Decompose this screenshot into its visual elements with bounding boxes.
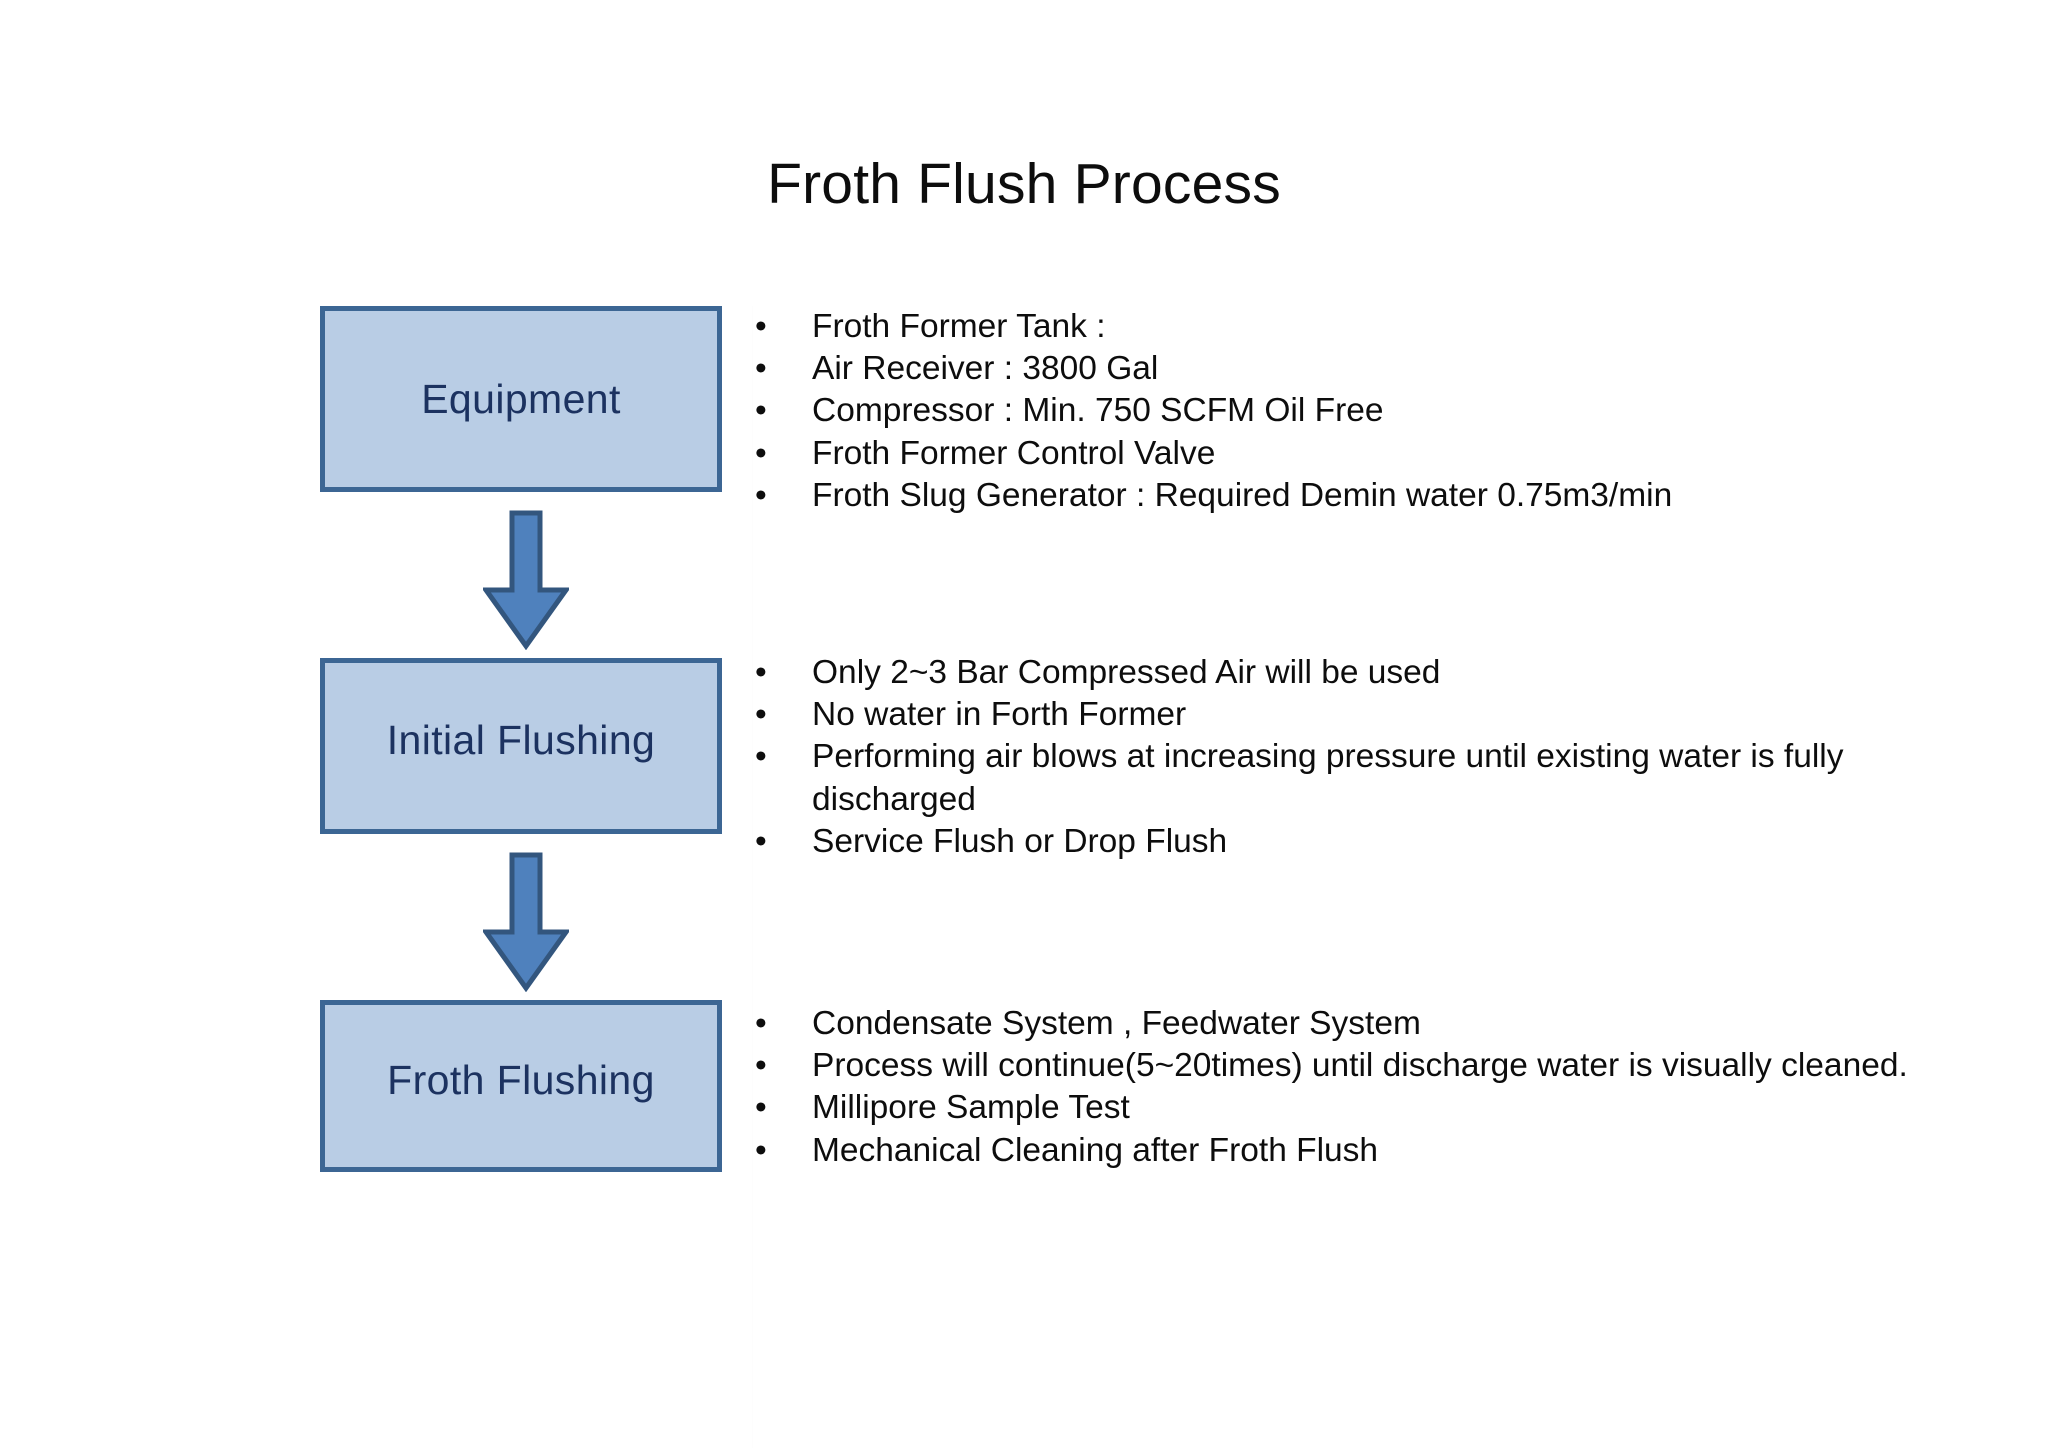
bullet-marker-icon: • xyxy=(755,434,767,472)
list-item: • Process will continue(5~20times) until… xyxy=(755,1045,1995,1087)
list-item-text: Process will continue(5~20times) until d… xyxy=(812,1047,1908,1085)
bullet-marker-icon: • xyxy=(755,822,767,860)
list-item-text: Mechanical Cleaning after Froth Flush xyxy=(812,1131,1379,1169)
list-item-text: Air Receiver : 3800 Gal xyxy=(812,350,1159,388)
list-item-text: Performing air blows at increasing press… xyxy=(812,738,1853,818)
bullet-marker-icon: • xyxy=(755,654,767,691)
list-item: • Condensate System , Feedwater System xyxy=(755,1003,1995,1045)
down-arrow-icon xyxy=(481,510,571,651)
bullet-marker-icon: • xyxy=(755,476,767,514)
bullet-marker-icon: • xyxy=(755,392,767,430)
bullet-list-initial-flushing: • Only 2~3 Bar Compressed Air will be us… xyxy=(755,652,1995,863)
stage-label-equipment: Equipment xyxy=(421,375,621,422)
bullet-marker-icon: • xyxy=(755,1005,767,1042)
list-item-text: Compressor : Min. 750 SCFM Oil Free xyxy=(812,392,1384,430)
list-item-text: Service Flush or Drop Flush xyxy=(812,822,1228,860)
list-item: • Froth Former Tank : xyxy=(755,306,1995,348)
down-arrow-shape xyxy=(481,852,571,993)
list-item-text: Millipore Sample Test xyxy=(812,1089,1130,1127)
stage-label-froth-flushing: Froth Flushing xyxy=(387,1056,655,1103)
list-item: • Compressor : Min. 750 SCFM Oil Free xyxy=(755,390,1995,432)
down-arrow-icon xyxy=(481,852,571,993)
bullet-marker-icon: • xyxy=(755,1131,767,1169)
list-item: • Only 2~3 Bar Compressed Air will be us… xyxy=(755,652,1995,694)
list-item-text: Condensate System , Feedwater System xyxy=(812,1005,1421,1042)
list-item-text: Froth Former Tank : xyxy=(812,308,1106,345)
text-frame-edge xyxy=(752,306,753,1448)
list-item: • Mechanical Cleaning after Froth Flush xyxy=(755,1130,1995,1172)
list-item: • Froth Slug Generator : Required Demin … xyxy=(755,475,1995,517)
bullet-marker-icon: • xyxy=(755,350,767,388)
list-item: • Service Flush or Drop Flush xyxy=(755,821,1995,863)
stage-box-froth-flushing[interactable]: Froth Flushing xyxy=(320,1000,722,1172)
bullet-marker-icon: • xyxy=(755,1089,767,1127)
list-item: • Froth Former Control Valve xyxy=(755,433,1995,475)
stage-box-equipment[interactable]: Equipment xyxy=(320,306,722,492)
page-title: Froth Flush Process xyxy=(767,152,1281,216)
bullet-marker-icon: • xyxy=(755,1047,767,1085)
list-item-text: Froth Former Control Valve xyxy=(812,434,1216,472)
list-item: • No water in Forth Former xyxy=(755,694,1995,736)
list-item-text: No water in Forth Former xyxy=(812,696,1187,734)
down-arrow-shape xyxy=(481,510,571,651)
list-item: • Performing air blows at increasing pre… xyxy=(755,736,1995,820)
bullet-marker-icon: • xyxy=(755,696,767,734)
stage-box-initial-flushing[interactable]: Initial Flushing xyxy=(320,658,722,834)
bullet-list-froth-flushing: • Condensate System , Feedwater System •… xyxy=(755,1003,1995,1172)
list-item-text: Only 2~3 Bar Compressed Air will be used xyxy=(812,654,1441,691)
bullet-marker-icon: • xyxy=(755,738,767,776)
list-item: • Millipore Sample Test xyxy=(755,1087,1995,1129)
list-item-text: Froth Slug Generator : Required Demin wa… xyxy=(812,476,1673,514)
bullet-list-equipment: • Froth Former Tank : • Air Receiver : 3… xyxy=(755,306,1995,517)
list-item: • Air Receiver : 3800 Gal xyxy=(755,348,1995,390)
stage-label-initial-flushing: Initial Flushing xyxy=(386,716,656,763)
bullet-marker-icon: • xyxy=(755,308,767,345)
